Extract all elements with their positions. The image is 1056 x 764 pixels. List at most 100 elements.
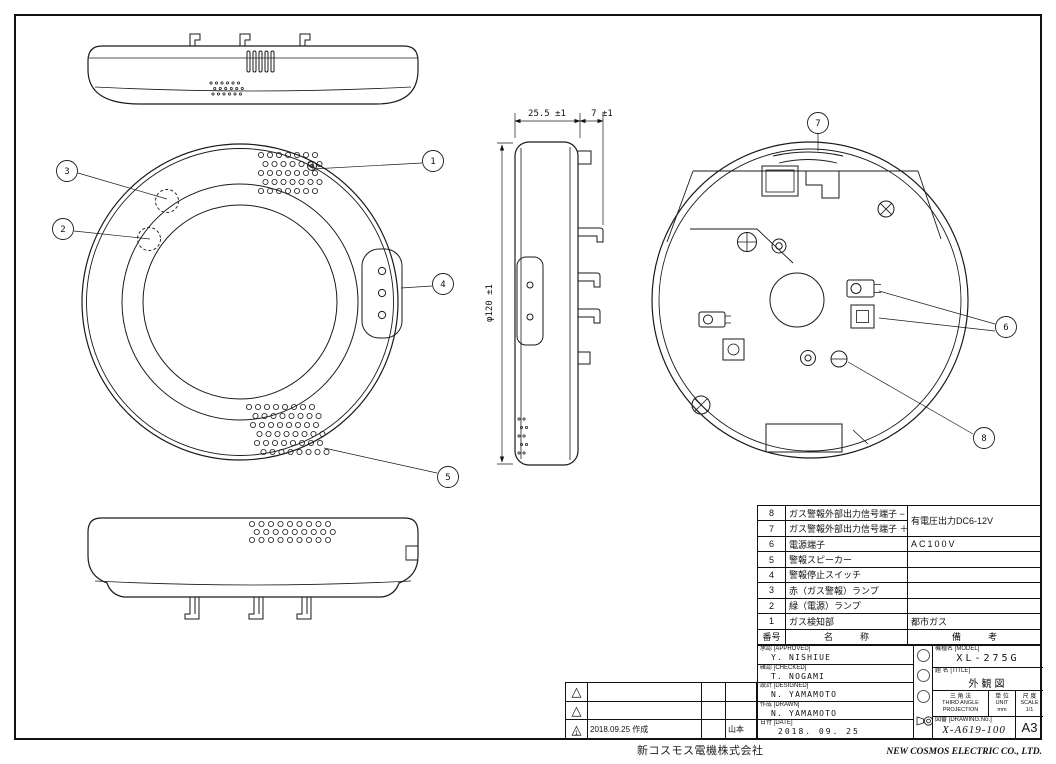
part-remarks: [907, 566, 1042, 584]
dimension-lines: [497, 113, 604, 465]
bracket-cutout: [805, 170, 840, 199]
part-no: 2: [757, 597, 786, 615]
scale-en: SCALE: [1020, 700, 1039, 707]
view-front: [81, 143, 403, 461]
part-no: 8: [757, 504, 786, 522]
callout-number-7: 7: [815, 119, 820, 129]
part-no: 5: [757, 551, 786, 568]
unit-cell: 単 位 UNIT mm: [989, 691, 1016, 716]
parts-table: 8 ガス警報外部出力信号端子 − 有電圧出力DC6-12V 7 ガス警報外部出力…: [757, 504, 1042, 645]
part-name: 赤（ガス警報）ランプ: [785, 582, 908, 599]
power-terminal-right: [846, 279, 881, 298]
drawing-frame: [14, 14, 1042, 740]
approved-row: 承認 [APPROVED] Y. NISHIUE: [758, 646, 913, 665]
callout-number-8: 8: [981, 434, 986, 444]
center-hole: [769, 272, 825, 328]
sheet-size-cell: A3: [1016, 717, 1043, 739]
hanko-stamp-icon: [917, 690, 930, 703]
drawn-row: 作成 [DRAWN] N. YAMAMOTO: [758, 702, 913, 721]
header-name: 名 称: [785, 628, 908, 645]
part-remarks: AC100V: [907, 535, 1042, 553]
table-row: 7 ガス警報外部出力信号端子 ＋: [757, 520, 1042, 537]
checked-label: 確認 [CHECKED]: [760, 664, 807, 671]
vent-slots: [246, 50, 275, 73]
callout-number-6: 6: [1003, 323, 1008, 333]
drawn-name: N. YAMAMOTO: [771, 708, 838, 718]
part-name: 電源端子: [785, 535, 908, 553]
part-no: 7: [757, 520, 786, 537]
label-plate: [765, 423, 843, 453]
callout-number-1: 1: [430, 157, 435, 167]
part-remarks: 都市ガス: [907, 613, 1042, 630]
view-back: [651, 141, 969, 459]
callouts: [52, 112, 1017, 488]
part-no: 6: [757, 535, 786, 553]
center-dome: [142, 204, 338, 400]
table-row: 5 警報スピーカー: [757, 551, 1042, 568]
inner-ring: [121, 183, 359, 421]
scale-value: 1/1: [1025, 706, 1034, 713]
part-no: 4: [757, 566, 786, 584]
table-row: 2 緑（電源）ランプ: [757, 597, 1042, 615]
alarm-stop-switch-panel: [361, 248, 403, 339]
callout-balloon-1: [422, 150, 444, 172]
callout-balloon-4: [432, 273, 454, 295]
revision-by: 山本: [728, 725, 744, 735]
green-lamp: [137, 227, 161, 251]
revision-desc: [588, 683, 702, 702]
table-row: 3 赤（ガス警報）ランプ: [757, 582, 1042, 599]
projection-row: 三 角 法 THIRD ANGLE PROJECTION 単 位 UNIT mm…: [933, 691, 1043, 717]
sheet-size: A3: [1021, 720, 1038, 735]
mount-plate-outline: [666, 170, 942, 264]
drawing-title: 外観図: [968, 679, 1008, 690]
part-name: 警報スピーカー: [785, 551, 908, 568]
model-value: XL-275G: [956, 653, 1020, 664]
top-tab: [578, 150, 592, 165]
drawing-number-cell: 図番 [DRAWING.No.] X-A619-100: [933, 717, 1016, 739]
speaker-grille-dots-top: [257, 151, 323, 194]
part-name: ガス警報外部出力信号端子 −: [785, 504, 908, 522]
screw-phillips: [737, 232, 757, 252]
header-remarks: 備 考: [907, 628, 1042, 645]
revision-desc: [588, 701, 702, 721]
company-name-en: NEW COSMOS ELECTRIC CO., LTD.: [886, 747, 1042, 757]
projection-en1: THIRD ANGLE: [942, 700, 979, 707]
approved-label: 承認 [APPROVED]: [760, 646, 811, 652]
dimension-diameter: φ120 ±1: [485, 284, 495, 322]
part-no: 1: [757, 613, 786, 630]
revision-triangle-icon: △: [571, 702, 582, 718]
date-label: 日付 [DATE]: [760, 720, 793, 727]
part-name: 警報停止スイッチ: [785, 566, 908, 584]
title-main-column: 機種名 [MODEL] XL-275G 題 名 [TITLE] 外観図 三 角 …: [933, 646, 1043, 739]
revision-mark-cell: △: [566, 701, 588, 721]
view-side: [497, 113, 604, 466]
revision-mark-cell: △1: [566, 720, 588, 739]
callout-numbers: 1 2 3 4 5 6 7 8: [60, 119, 1008, 483]
mount-hooks: [578, 227, 604, 365]
callout-balloon-7: [807, 112, 829, 134]
title-row: 題 名 [TITLE] 外観図: [933, 668, 1043, 691]
part-name: ガス検知部: [785, 613, 908, 630]
outer-rim: [651, 141, 969, 459]
callout-balloon-2: [52, 218, 74, 240]
scale-cell: 尺 度 SCALE 1/1: [1016, 691, 1043, 716]
dimension-hook: 7 ±1: [591, 109, 613, 119]
body-outline: [514, 141, 579, 466]
model-label: 機種名 [MODEL]: [935, 646, 980, 652]
screw-bottom-left: [691, 395, 711, 415]
projection-cell: 三 角 法 THIRD ANGLE PROJECTION: [933, 691, 989, 716]
revision-triangle-icon: △1: [571, 722, 582, 738]
grille-edge-dots: [517, 417, 529, 455]
signal-terminal-rings: [800, 350, 816, 366]
part-remarks: [907, 582, 1042, 599]
callout-number-3: 3: [64, 167, 69, 177]
projection-en2: PROJECTION: [942, 706, 979, 713]
company-name-jp: 新コスモス電機株式会社: [637, 745, 764, 757]
dimension-depth: 25.5 ±1: [528, 109, 566, 119]
part-name: ガス警報外部出力信号端子 ＋: [785, 520, 908, 537]
table-row: 6 電源端子 AC100V: [757, 535, 1042, 553]
unit-value: mm: [997, 706, 1007, 713]
red-lamp: [155, 189, 179, 213]
